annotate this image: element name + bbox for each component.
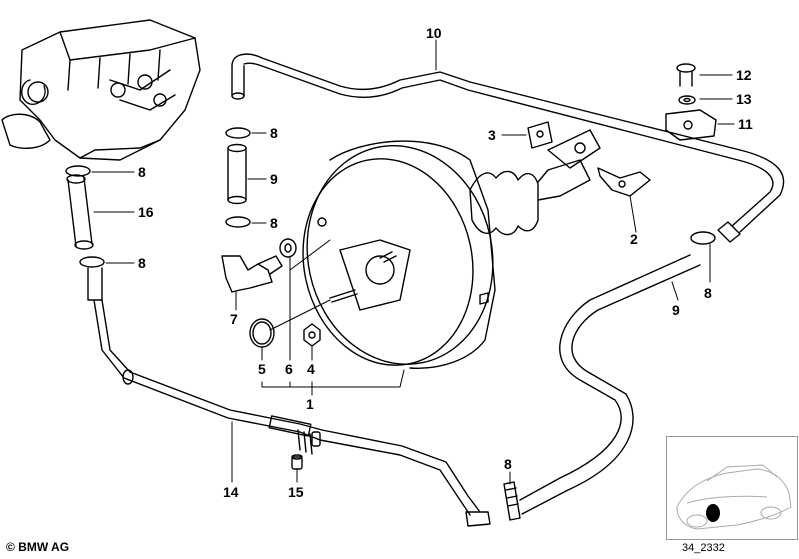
clip-11-drawing (665, 109, 717, 141)
callout-7: 7 (230, 311, 238, 327)
hose-9-lower-drawing (503, 231, 716, 521)
hose-9-upper-drawing (225, 127, 251, 228)
callout-10: 10 (426, 25, 442, 41)
location-marker (706, 504, 720, 522)
vehicle-location-inset (666, 436, 798, 540)
hose-16-drawing (65, 165, 105, 301)
elbow-7-drawing (221, 255, 283, 293)
callout-14: 14 (223, 484, 239, 500)
callout-9-upper-hose: 9 (270, 171, 278, 187)
grommet-6-drawing (279, 238, 297, 258)
callout-15: 15 (288, 484, 304, 500)
leader-lines (91, 39, 735, 485)
callout-11: 11 (738, 116, 753, 132)
pushrod-boot-drawing (469, 129, 601, 236)
callout-1: 1 (306, 396, 314, 412)
nut-4-drawing (303, 323, 321, 347)
callout-9-lower-hose: 9 (672, 302, 680, 318)
callout-4: 4 (307, 361, 315, 377)
callout-6: 6 (285, 361, 293, 377)
hose-10-drawing (231, 53, 785, 243)
callout-3: 3 (488, 127, 496, 143)
callout-8-left-upper-clamp: 8 (138, 164, 146, 180)
copyright-text: © BMW AG (6, 540, 70, 554)
callout-8-bottom-clamp: 8 (504, 456, 512, 472)
callout-8-right-clamp: 8 (704, 285, 712, 301)
callout-16: 16 (138, 204, 154, 220)
callout-8-left-lower-clamp: 8 (138, 255, 146, 271)
callout-2: 2 (630, 231, 638, 247)
fastener-12-drawing (676, 63, 696, 87)
callout-13: 13 (736, 91, 752, 107)
car-outline-icon (676, 464, 792, 530)
seal-ring-5-drawing (249, 318, 275, 348)
cap-15-drawing (291, 454, 303, 470)
pin-2-drawing (597, 167, 651, 197)
callout-8-lower-hose-clamp: 8 (270, 215, 278, 231)
engine-block-drawing (1, 19, 201, 161)
callout-12: 12 (736, 67, 752, 83)
callout-5: 5 (258, 361, 266, 377)
diagram-reference-number: 34_2332 (682, 542, 725, 554)
bracket-3-drawing (527, 121, 553, 149)
callout-8-upper-hose-clamp: 8 (270, 125, 278, 141)
washer-13-drawing (678, 95, 696, 105)
brake-booster-drawing (302, 140, 496, 369)
vacuum-pipe-14-drawing (93, 299, 491, 527)
